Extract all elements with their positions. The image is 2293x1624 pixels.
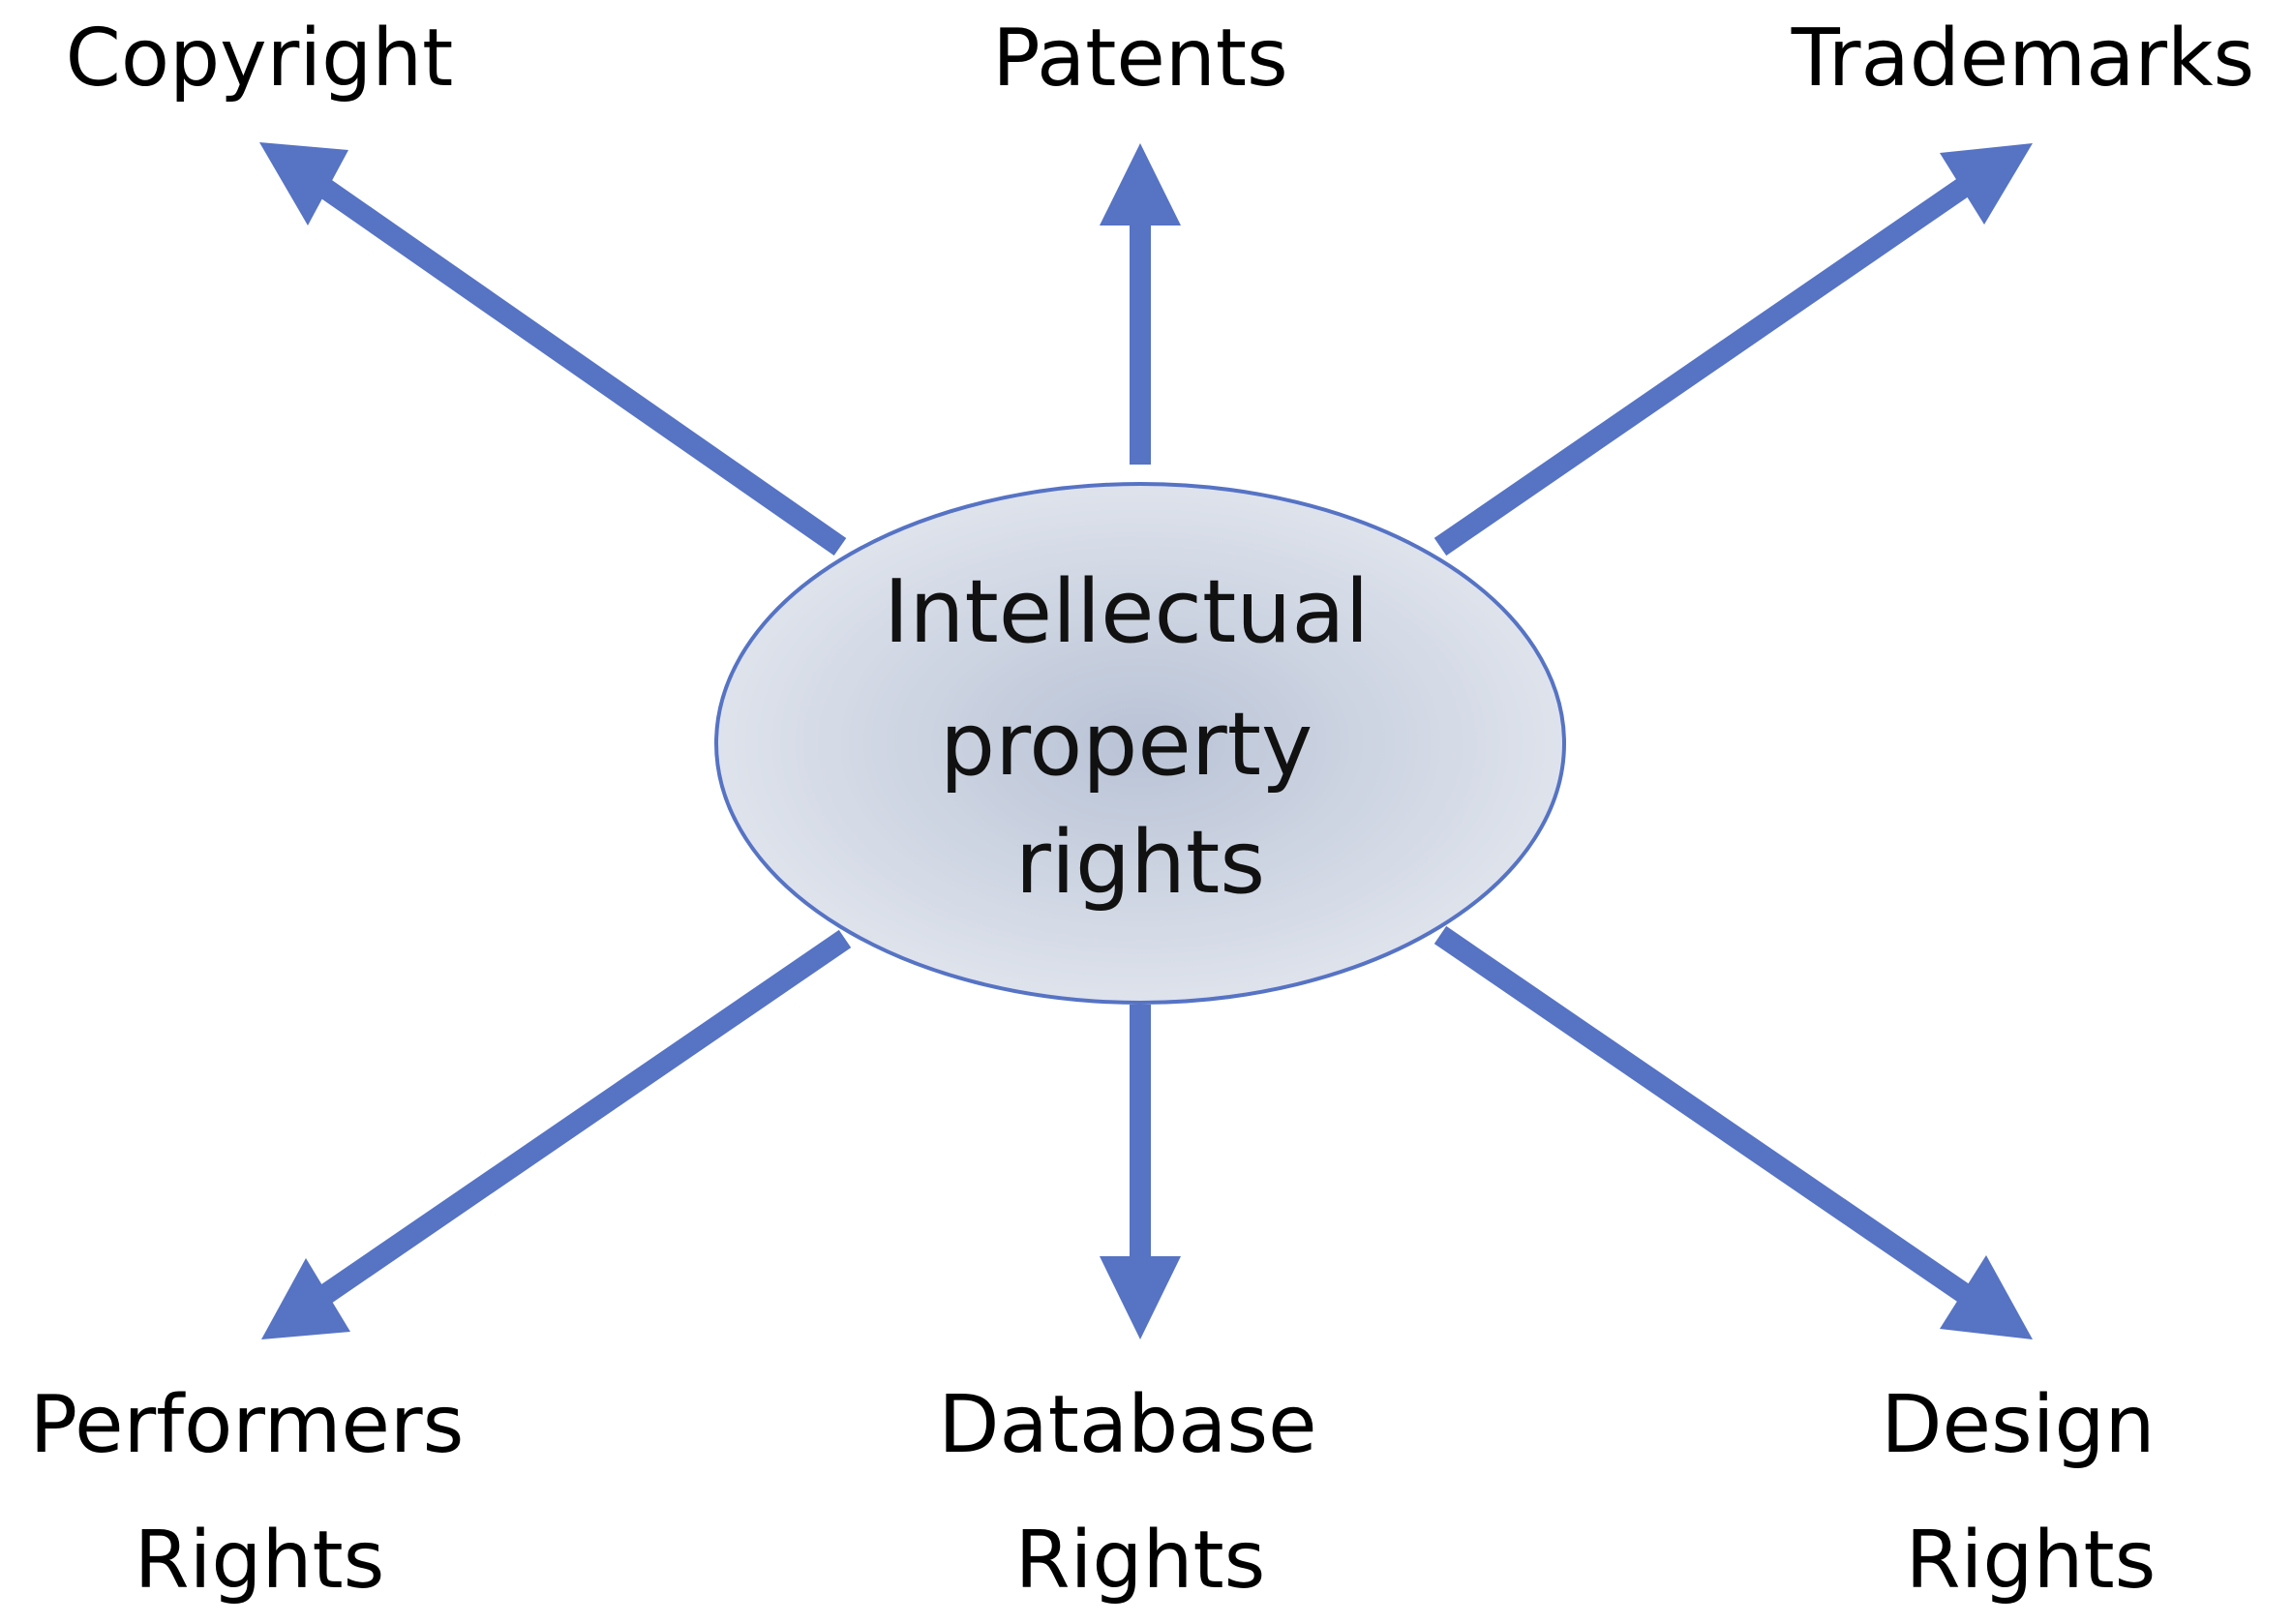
- center-label-line: Intellectual: [884, 561, 1370, 663]
- arrow-copyright: [259, 142, 847, 556]
- arrow-database-rights: [1100, 1005, 1181, 1339]
- arrow-head: [1100, 143, 1181, 226]
- label-copyright: Copyright: [66, 13, 454, 105]
- arrow-trademarks: [1433, 143, 2033, 556]
- arrow-head: [1100, 1256, 1181, 1339]
- center-label-line: rights: [1015, 812, 1265, 914]
- arrow-head: [261, 1258, 350, 1339]
- label-patents: Patents: [992, 13, 1287, 105]
- arrow-patents: [1100, 143, 1181, 465]
- arrow-head: [1940, 1255, 2033, 1339]
- arrow-shaft: [301, 929, 852, 1316]
- label-performers-rights: Performers Rights: [30, 1379, 490, 1607]
- arrow-shaft: [1433, 925, 1987, 1314]
- arrow-head: [1940, 143, 2033, 225]
- label-trademarks: Trademarks: [1791, 13, 2255, 105]
- label-line: Database: [938, 1379, 1316, 1471]
- center-ellipse: [714, 482, 1566, 1005]
- label-design-rights: Design Rights: [1881, 1379, 2180, 1607]
- arrow-performers-rights: [261, 929, 852, 1339]
- arrow-design-rights: [1433, 925, 2033, 1339]
- label-line: Rights: [1015, 1515, 1266, 1607]
- label-line: Design: [1881, 1379, 2155, 1471]
- arrow-shaft: [298, 165, 847, 556]
- center-label-line: property: [940, 694, 1312, 796]
- label-line: Performers: [30, 1379, 465, 1471]
- label-line: Rights: [135, 1515, 385, 1607]
- arrow-shaft: [1433, 166, 1986, 556]
- center-label: Intellectual property rights: [884, 561, 1397, 914]
- arrow-head: [259, 142, 348, 226]
- label-database-rights: Database Rights: [938, 1379, 1342, 1607]
- label-line: Rights: [1906, 1515, 2157, 1607]
